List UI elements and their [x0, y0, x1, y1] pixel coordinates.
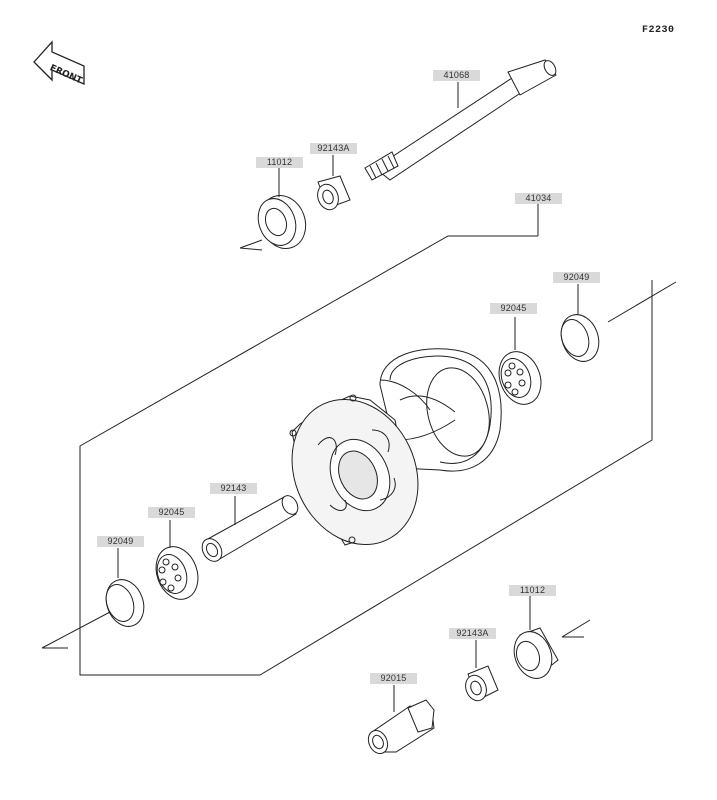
part-label-11012-bottom[interactable]: 11012 — [509, 585, 556, 596]
part-label-92015[interactable]: 92015 — [370, 673, 417, 684]
hub-part — [289, 348, 502, 546]
part-label-92143a-top[interactable]: 92143A — [310, 143, 357, 154]
nut-part — [367, 699, 435, 755]
hub-frame — [79, 235, 653, 676]
spacer-part — [201, 495, 299, 562]
part-label-92049-right[interactable]: 92049 — [553, 272, 600, 283]
front-arrow-icon: FRONT — [33, 40, 85, 87]
axle-part — [364, 59, 557, 181]
part-label-92143[interactable]: 92143 — [210, 483, 257, 494]
seal-right-part — [560, 314, 600, 362]
bearing-left-part — [155, 546, 199, 600]
collar-bottom-part — [465, 665, 499, 702]
part-label-92045-left[interactable]: 92045 — [148, 507, 195, 518]
collar-top-part — [317, 175, 351, 211]
seal-bottom-part — [513, 627, 559, 679]
seal-left-part — [105, 579, 145, 627]
part-label-92049-left[interactable]: 92049 — [97, 536, 144, 547]
diagram-code: F2230 — [642, 25, 675, 36]
part-label-41068[interactable]: 41068 — [433, 70, 480, 81]
bearing-right-part — [498, 351, 542, 405]
part-label-92143a-bottom[interactable]: 92143A — [449, 628, 496, 639]
part-label-41034[interactable]: 41034 — [515, 193, 562, 204]
seal-top-part — [257, 195, 307, 249]
part-label-11012-top[interactable]: 11012 — [256, 157, 303, 168]
part-label-92045-right[interactable]: 92045 — [490, 303, 537, 314]
